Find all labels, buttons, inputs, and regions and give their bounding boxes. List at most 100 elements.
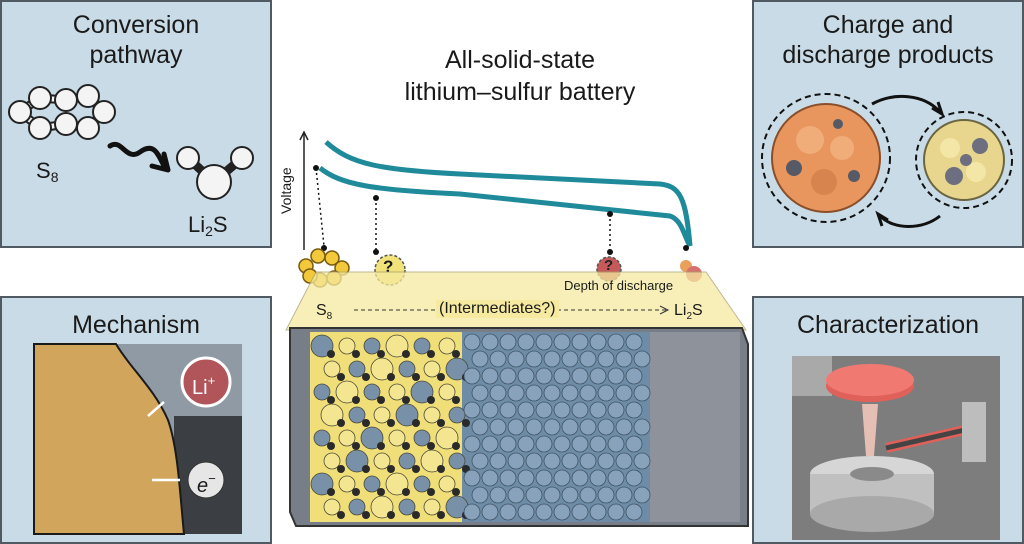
carbon-particle — [437, 419, 445, 427]
cathode-particle — [413, 337, 431, 355]
cathode-particle — [420, 449, 444, 473]
electrolyte-particle — [615, 452, 633, 470]
intermediate-question-label-2: ? — [604, 257, 614, 274]
electrolyte-particle — [561, 384, 579, 402]
carbon-particle — [337, 511, 345, 519]
electrolyte-particle — [481, 333, 499, 351]
electrolyte-particle — [597, 350, 615, 368]
cathode-particle — [438, 475, 456, 493]
cathode-particle — [423, 360, 441, 378]
electrolyte-particle — [535, 469, 553, 487]
electrolyte-particle — [463, 435, 481, 453]
electrolyte-particle — [607, 435, 625, 453]
li-ion-label: Li+ — [192, 373, 216, 399]
cathode-particle — [385, 334, 409, 358]
electrolyte-particle — [633, 486, 651, 504]
electrolyte-particle — [561, 452, 579, 470]
electrolyte-particle — [507, 384, 525, 402]
cathode-particle — [398, 360, 416, 378]
carbon-particle — [452, 350, 460, 358]
carbon-particle — [362, 419, 370, 427]
electrolyte-particle — [499, 367, 517, 385]
electrolyte-particle — [553, 469, 571, 487]
electrolyte-particle — [481, 469, 499, 487]
cathode-particle — [373, 406, 391, 424]
electrolyte-particle — [471, 384, 489, 402]
carbon-particle — [327, 396, 335, 404]
electrolyte-particle — [615, 418, 633, 436]
cathode-particle — [413, 475, 431, 493]
electrolyte-particle — [607, 401, 625, 419]
electrolyte-particle — [625, 333, 643, 351]
cathode-particle — [448, 452, 466, 470]
li2s-molecule-icon — [176, 146, 254, 200]
electrolyte-particle — [571, 469, 589, 487]
voltage-label: Voltage — [278, 167, 294, 214]
electrolyte-particle — [507, 418, 525, 436]
carbon-particle — [412, 511, 420, 519]
voltage-curve-chart — [299, 130, 693, 255]
electrolyte-particle — [633, 452, 651, 470]
cathode-particle — [413, 429, 431, 447]
electrolyte-particle — [589, 333, 607, 351]
main-title: All-solid-state lithium–sulfur battery — [404, 46, 636, 106]
cathode-particle — [438, 383, 456, 401]
carbon-particle — [437, 511, 445, 519]
electrolyte-particle — [463, 503, 481, 521]
carbon-particle — [337, 465, 345, 473]
electrolyte-particle — [525, 384, 543, 402]
charge-products-panel: Charge and discharge products — [752, 0, 1024, 248]
cathode-particle — [360, 426, 384, 450]
carbon-particle — [362, 373, 370, 381]
electrolyte-particle — [625, 503, 643, 521]
electrolyte-particle — [571, 435, 589, 453]
carbon-particle — [412, 465, 420, 473]
carbon-particle — [352, 350, 360, 358]
carbon-particle — [427, 350, 435, 358]
electrolyte-particle — [489, 350, 507, 368]
electrolyte-particle — [571, 333, 589, 351]
electrolyte-particle — [589, 435, 607, 453]
cathode-particle — [348, 406, 366, 424]
electrolyte-particle — [507, 350, 525, 368]
electrolyte-particle — [597, 452, 615, 470]
electrolyte-particle — [615, 486, 633, 504]
electrolyte-particle — [507, 452, 525, 470]
carbon-particle — [387, 511, 395, 519]
cathode-particle — [313, 383, 331, 401]
electrolyte-particle — [579, 350, 597, 368]
carbon-particle — [427, 396, 435, 404]
electrolyte-particle — [553, 503, 571, 521]
electrolyte-particle — [489, 486, 507, 504]
electrolyte-particle — [463, 469, 481, 487]
discharge-curve — [318, 166, 693, 248]
carbon-particle — [377, 442, 385, 450]
electrolyte-particle — [561, 486, 579, 504]
electrolyte-particle — [543, 418, 561, 436]
electrolyte-particle — [571, 367, 589, 385]
electrolyte-particle — [589, 503, 607, 521]
carbon-particle — [377, 488, 385, 496]
electrolyte-particle — [517, 435, 535, 453]
electron-label: e− — [197, 471, 216, 497]
cathode-particle — [370, 357, 394, 381]
cathode-particle — [363, 337, 381, 355]
electrolyte-particle — [517, 333, 535, 351]
carbon-particle — [362, 511, 370, 519]
carbon-particle — [437, 465, 445, 473]
plane-s8-label: S8 — [316, 302, 333, 322]
electrolyte-particle — [597, 486, 615, 504]
carbon-particle — [402, 350, 410, 358]
cathode-particle — [348, 498, 366, 516]
carbon-particle — [387, 373, 395, 381]
electrolyte-particle — [517, 503, 535, 521]
electrolyte-particle — [633, 384, 651, 402]
battery-cell-illustration — [289, 327, 749, 527]
carbon-particle — [437, 373, 445, 381]
electrolyte-particle — [499, 469, 517, 487]
plane-li2s-label: Li2S — [674, 302, 703, 322]
electrolyte-particle — [535, 503, 553, 521]
electrolyte-particle — [615, 384, 633, 402]
carbon-particle — [377, 350, 385, 358]
electrolyte-particle — [553, 367, 571, 385]
